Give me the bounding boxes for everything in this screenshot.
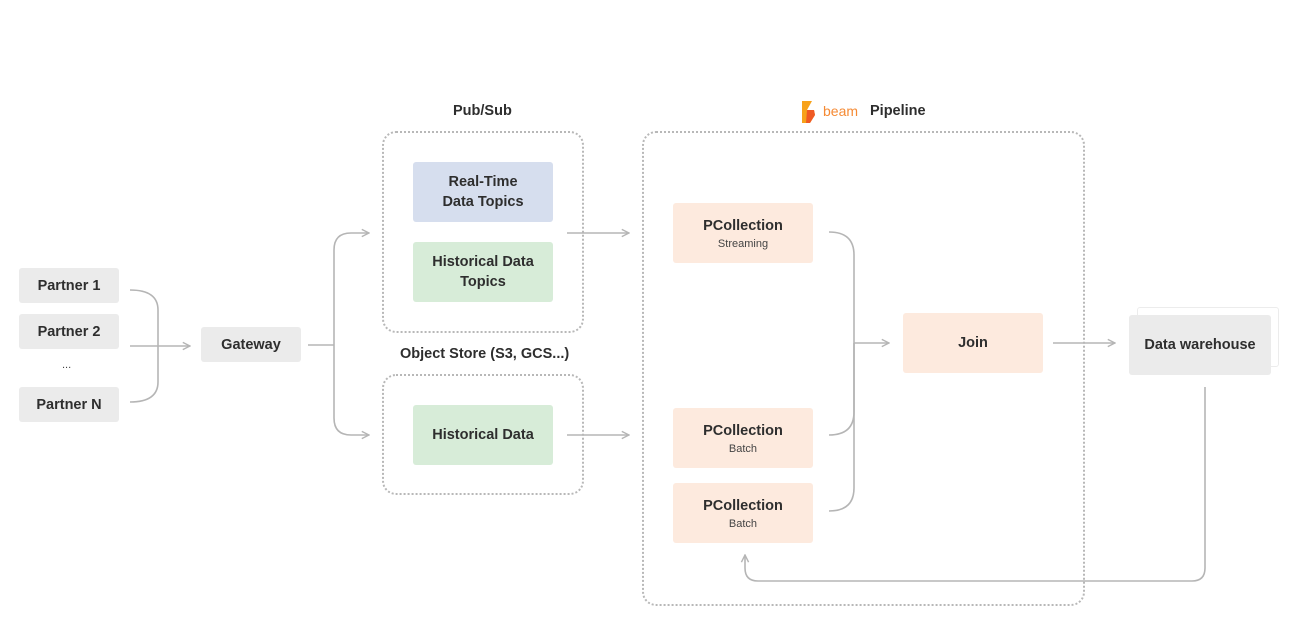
partner-2-label: Partner 2 — [37, 323, 101, 340]
pcollection-batch-2-box: PCollection Batch — [673, 483, 813, 543]
pubsub-group — [382, 131, 584, 333]
warehouse-label: Data warehouse — [1144, 337, 1256, 353]
partner-n-label: Partner N — [36, 396, 102, 413]
partner-2-box: Partner 2 — [19, 314, 119, 349]
gateway-label: Gateway — [221, 336, 281, 353]
historical-topics-box: Historical Data Topics — [413, 242, 553, 302]
join-box: Join — [903, 313, 1043, 373]
warehouse-box: Data warehouse — [1129, 315, 1271, 375]
connector-partnerN — [129, 346, 159, 403]
pcollection-streaming-title: PCollection — [703, 218, 783, 234]
historical-topics-label: Historical Data Topics — [432, 254, 534, 290]
beam-logo-text: beam — [823, 103, 859, 119]
pcollection-batch-1-title: PCollection — [703, 423, 783, 439]
pcollection-batch-1-box: PCollection Batch — [673, 408, 813, 468]
pipeline-group — [642, 131, 1085, 606]
arrow-to-object-store — [333, 345, 369, 435]
realtime-topics-label: Real-Time Data Topics — [442, 174, 524, 210]
pcollection-batch-2-sub: Batch — [728, 518, 758, 530]
arrow-to-pubsub — [333, 233, 369, 345]
object-store-group — [382, 374, 584, 495]
historical-data-box: Historical Data — [413, 405, 553, 465]
partners-ellipsis: ... — [62, 359, 72, 371]
pubsub-title: Pub/Sub — [453, 103, 512, 119]
partner-n-box: Partner N — [19, 387, 119, 422]
pipeline-title: Pipeline — [870, 103, 926, 119]
connector-partner1 — [129, 289, 159, 346]
arrow-warehouse-feedback — [745, 387, 1206, 582]
connector-streaming — [828, 231, 855, 343]
gateway-box: Gateway — [201, 327, 301, 362]
partner-1-label: Partner 1 — [37, 277, 101, 294]
realtime-topics-box: Real-Time Data Topics — [413, 162, 553, 222]
beam-logo-icon — [802, 101, 815, 123]
pcollection-batch-2-title: PCollection — [703, 498, 783, 514]
pcollection-batch-1-sub: Batch — [728, 443, 758, 455]
pcollection-streaming-box: PCollection Streaming — [673, 203, 813, 263]
historical-data-label: Historical Data — [432, 427, 534, 443]
pcollection-streaming-sub: Streaming — [717, 238, 769, 250]
object-store-title: Object Store (S3, GCS...) — [400, 346, 570, 362]
join-label: Join — [958, 335, 988, 351]
connector-batch2 — [828, 343, 855, 512]
partner-1-box: Partner 1 — [19, 268, 119, 303]
